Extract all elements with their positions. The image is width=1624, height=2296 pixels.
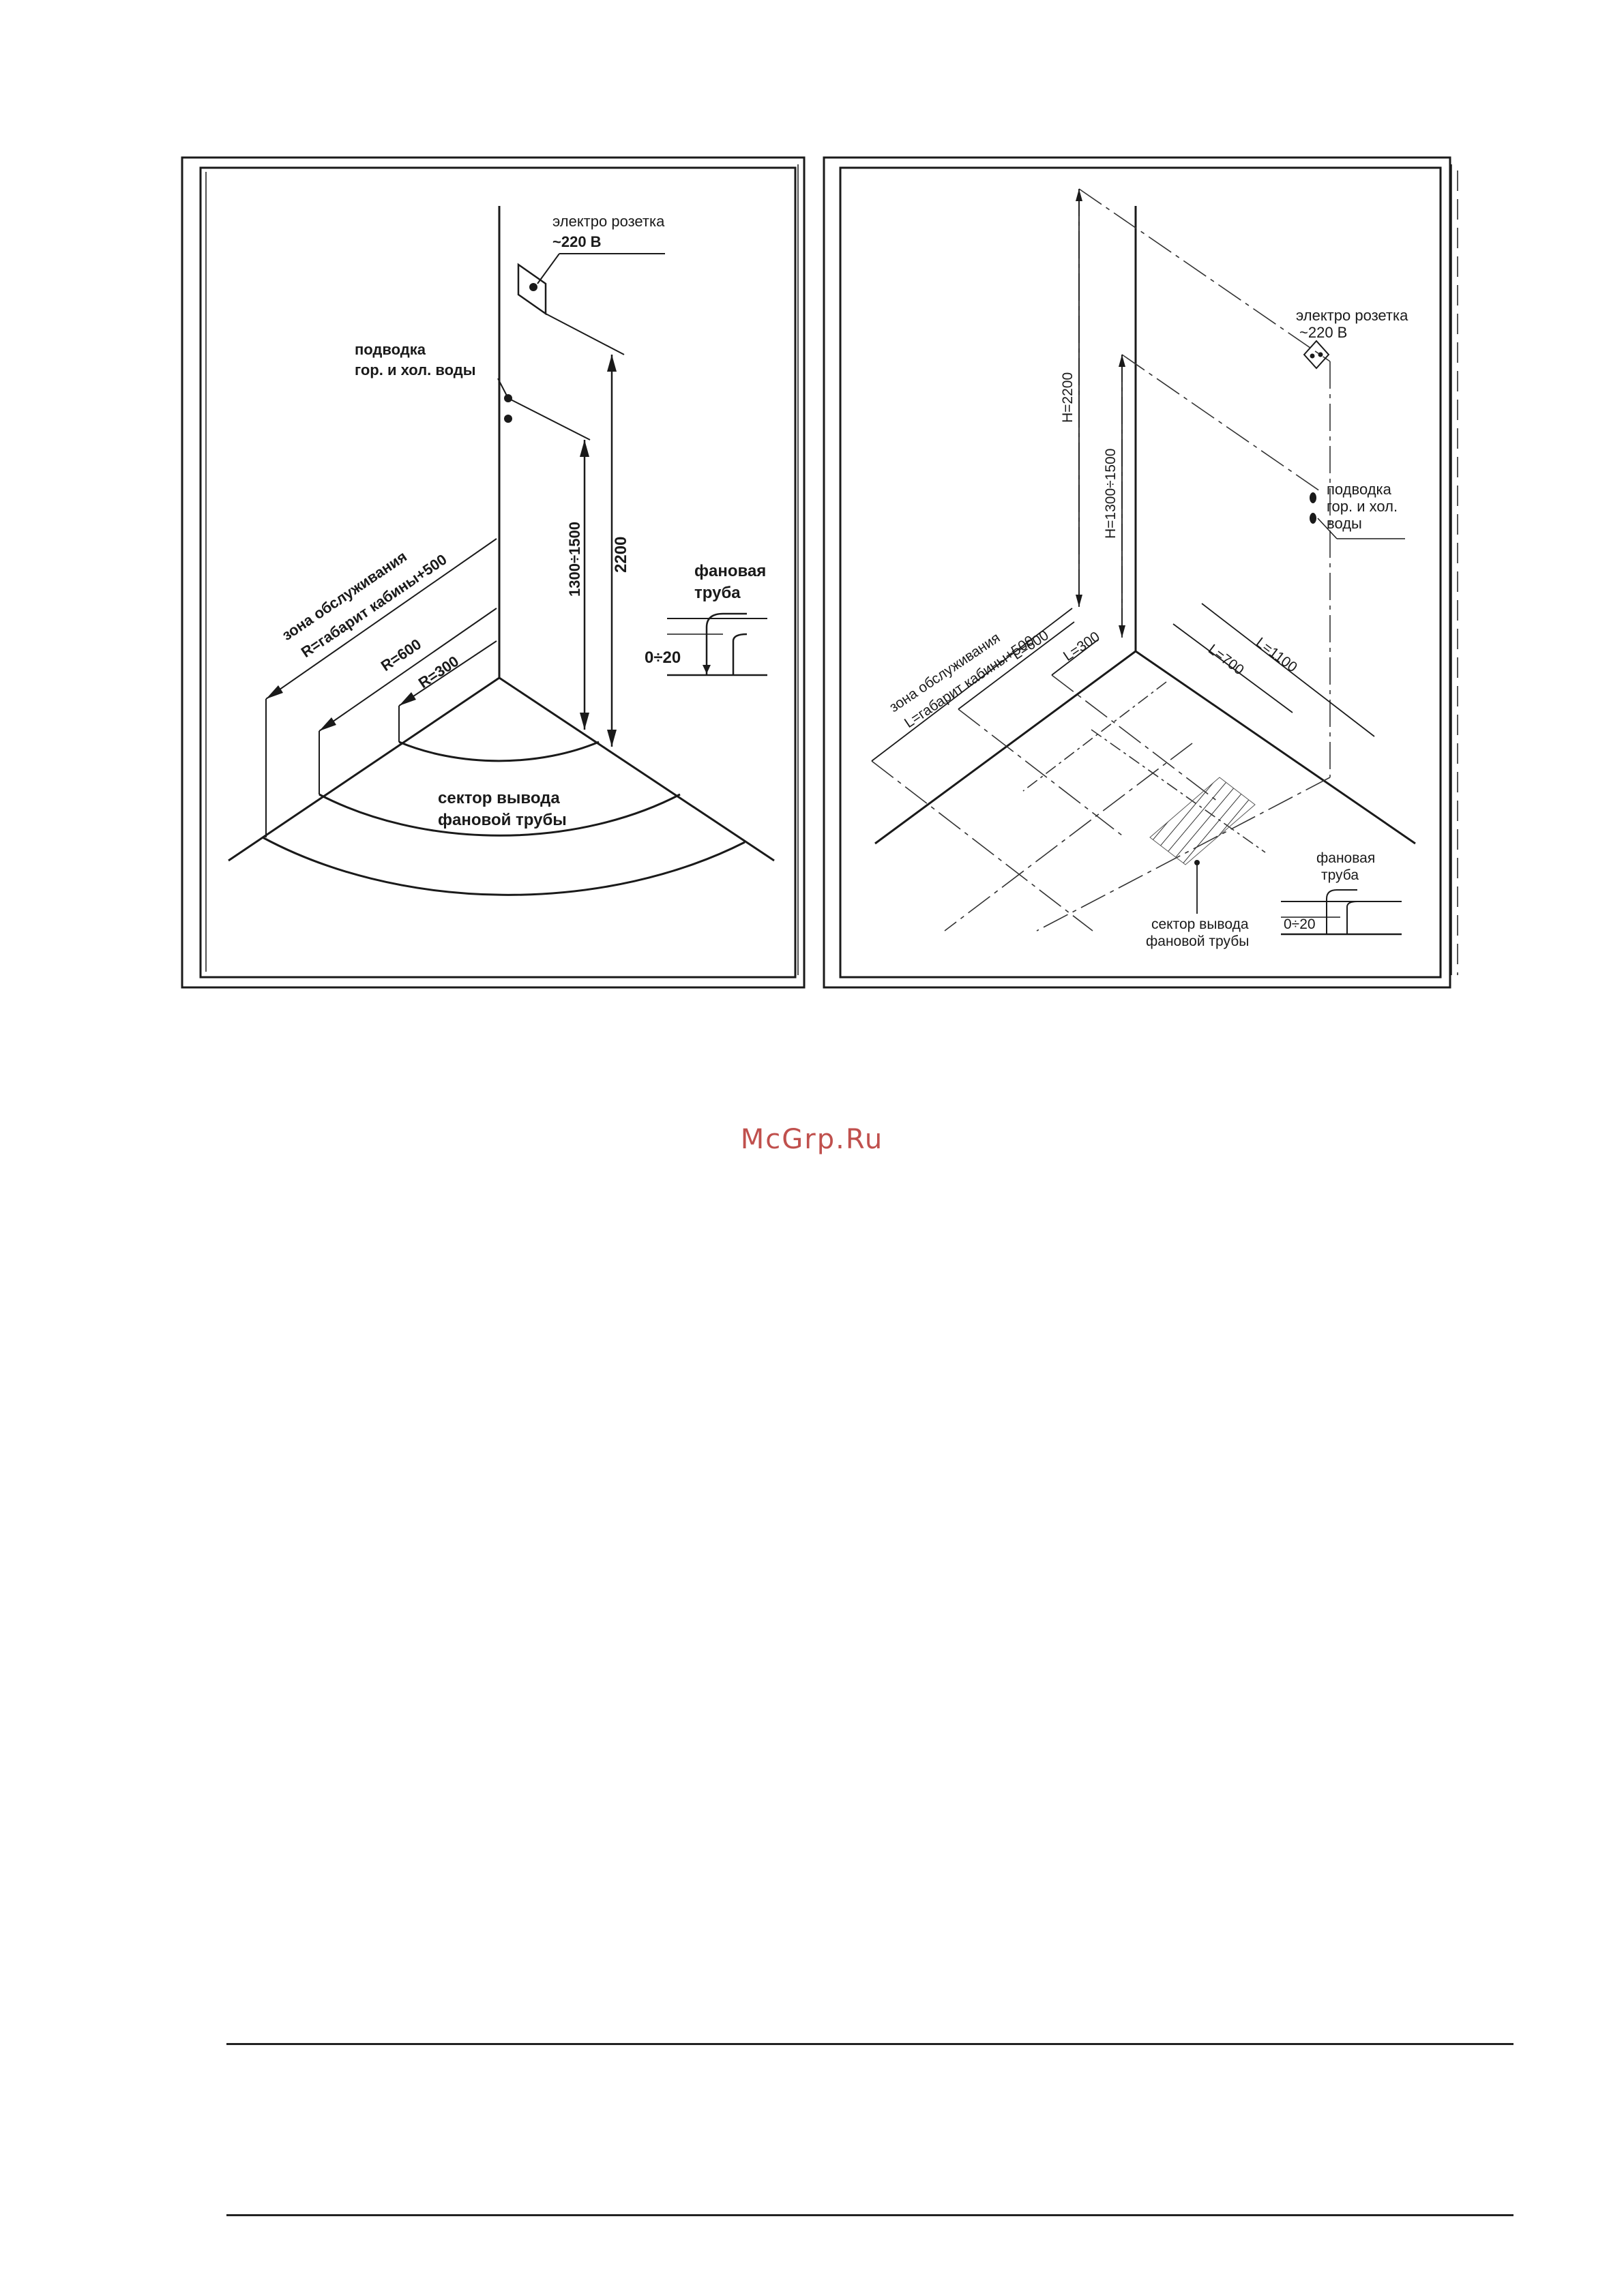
right-water-label-1: подводка — [1327, 481, 1392, 498]
left-frame-outer — [181, 156, 806, 989]
right-height-2200: H=2200 — [1060, 372, 1076, 423]
left-drain-label-2: труба — [694, 584, 741, 602]
right-dim-l300 — [1051, 639, 1099, 676]
right-line-h1300 — [1121, 354, 1320, 492]
left-water-leader — [497, 378, 509, 399]
right-dim-l700 — [1172, 623, 1293, 713]
left-height-1300: 1300÷1500 — [566, 522, 583, 597]
right-water-label-3: воды — [1327, 515, 1362, 532]
left-dim-r600 — [319, 608, 497, 732]
left-drain-pipe-inset — [667, 612, 767, 676]
left-floor-left — [228, 676, 500, 862]
right-length-700: L=700 — [1205, 642, 1247, 679]
left-dim-1300-arrow-top — [580, 440, 589, 457]
right-length-600: L=600 — [1009, 627, 1052, 663]
right-line-extra-2 — [1022, 681, 1167, 792]
left-dim-2200-arrow-bottom — [607, 730, 617, 747]
right-drain-label-2: труба — [1321, 867, 1359, 883]
right-line-l1100 — [1036, 777, 1331, 931]
right-outlet-label-2: ~220 В — [1299, 324, 1347, 341]
left-height-2200: 2200 — [612, 537, 630, 573]
right-water-leader — [1317, 518, 1338, 539]
left-dim-zone — [265, 538, 497, 700]
right-drain-offset: 0÷20 — [1284, 916, 1316, 932]
right-dim-l600 — [958, 621, 1075, 710]
left-water-dot-cold — [504, 415, 512, 423]
right-drain-label-1: фановая — [1316, 850, 1375, 866]
left-dim-r600-arrow — [319, 717, 336, 731]
footer-rule-bottom — [226, 2214, 1514, 2216]
left-frame-inner — [199, 166, 797, 979]
left-outlet-label-2: ~220 В — [552, 233, 602, 250]
right-sector-dot — [1194, 860, 1200, 865]
right-frame-outer — [823, 156, 1451, 989]
right-outlet-label-1: электро розетка — [1296, 307, 1408, 324]
right-length-1100: L=1100 — [1253, 635, 1300, 676]
left-dim-r300-arrow — [399, 692, 416, 706]
left-arc-r600 — [319, 793, 681, 837]
right-floor-right — [1135, 650, 1416, 845]
right-diagram: электро розетка ~220 В подводка гор. и х… — [823, 156, 1458, 989]
right-sector-label-1: сектор вывода — [1151, 916, 1249, 932]
right-outlet-dot-2 — [1318, 352, 1323, 357]
left-dim-r300 — [398, 640, 497, 706]
left-arc-r300 — [398, 741, 600, 762]
right-line-l300 — [1051, 674, 1218, 802]
right-dim-l1100 — [1201, 603, 1375, 737]
right-outlet-plate — [1303, 340, 1330, 370]
left-sector-label-1: сектор вывода — [438, 789, 560, 807]
left-dim-zone-arrow — [266, 685, 283, 699]
right-dim-h2200-arrow-top — [1076, 189, 1082, 201]
left-water-extension — [507, 398, 591, 441]
left-outlet-leader — [537, 253, 560, 284]
left-outlet-extension — [545, 313, 625, 355]
right-line-zone — [871, 760, 1093, 931]
left-arc-zone — [262, 836, 745, 896]
left-diagram: электро розетка ~220 В подводка гор. и х… — [181, 156, 806, 989]
left-drain-label-1: фановая — [694, 562, 766, 580]
right-drain-sector — [1149, 777, 1256, 865]
left-dim-2200-arrow-top — [607, 355, 617, 372]
right-line-l600 — [958, 709, 1123, 836]
right-outlet-dot-1 — [1310, 353, 1315, 359]
left-sector-label-2: фановой трубы — [438, 811, 567, 829]
right-height-1300: H=1300÷1500 — [1103, 449, 1119, 539]
footer-rule-top — [226, 2043, 1514, 2045]
right-floor-left — [874, 650, 1136, 845]
right-dim-zone — [871, 608, 1073, 762]
right-dim-h1300-arrow-bottom — [1119, 625, 1125, 638]
left-floor-right — [499, 676, 775, 862]
left-outlet-dot — [529, 283, 537, 291]
right-frame-inner — [839, 166, 1442, 979]
left-dim-1300-arrow-bottom — [580, 713, 589, 730]
watermark-text: McGrp.Ru — [740, 1124, 884, 1155]
right-drain-pipe-inset — [1281, 889, 1402, 936]
right-line-l700 — [944, 743, 1193, 931]
left-outlet-label-1: электро розетка — [552, 213, 665, 230]
left-radius-600: R=600 — [378, 636, 424, 674]
right-length-300: L=300 — [1061, 629, 1103, 664]
right-water-label-2: гор. и хол. — [1327, 498, 1398, 515]
left-water-label-1: подводка — [355, 341, 426, 358]
right-water-dot-hot — [1310, 492, 1316, 503]
right-sector-label-2: фановой трубы — [1146, 934, 1249, 949]
right-line-h2200 — [1078, 188, 1331, 362]
left-water-label-2: гор. и хол. воды — [355, 361, 476, 378]
right-dim-h1300-arrow-top — [1119, 355, 1125, 367]
right-dim-h2200-arrow-bottom — [1076, 595, 1082, 607]
right-water-dot-cold — [1310, 513, 1316, 524]
left-drain-offset: 0÷20 — [645, 648, 681, 667]
left-radius-300: R=300 — [415, 653, 462, 691]
